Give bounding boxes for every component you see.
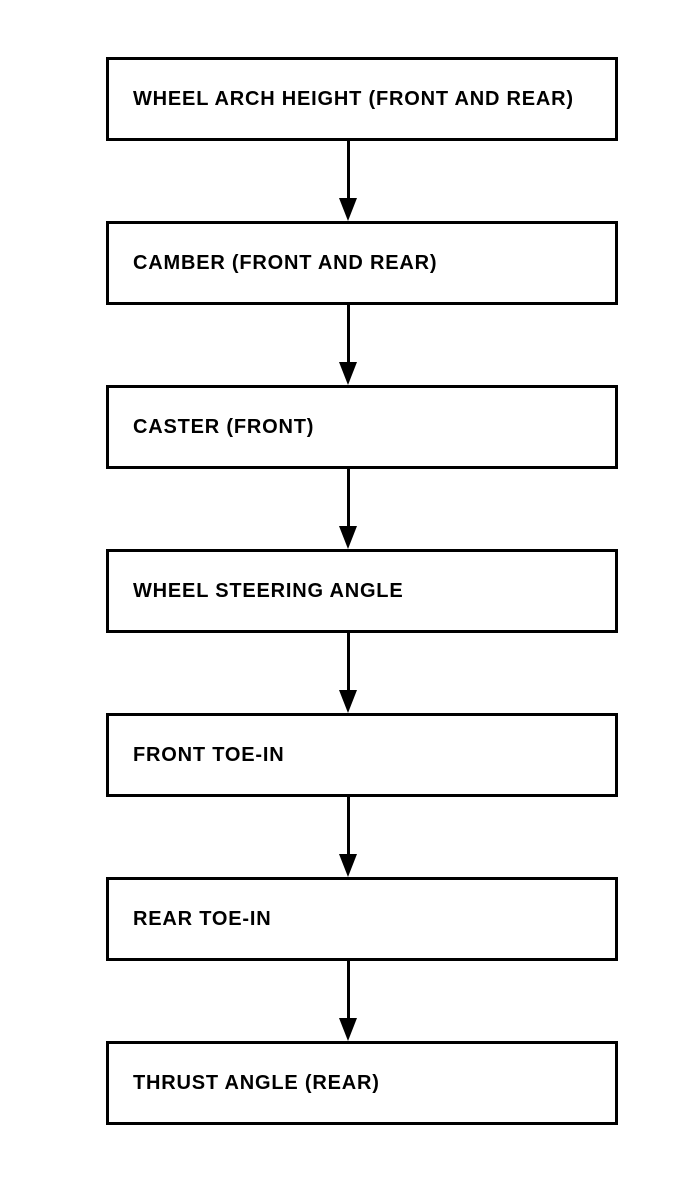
arrow-head [339,1018,357,1041]
flow-step-label: REAR TOE-IN [133,907,272,930]
flow-step-front-toe-in: FRONT TOE-IN [106,713,618,797]
arrow-down-icon [339,797,357,877]
flow-step-label: CAMBER (FRONT AND REAR) [133,251,438,274]
alignment-sequence-flowchart: WHEEL ARCH HEIGHT (FRONT AND REAR) CAMBE… [106,57,618,1125]
arrow-down-icon [339,305,357,385]
flow-step-caster: CASTER (FRONT) [106,385,618,469]
arrow-shaft [346,141,350,198]
flow-step-label: WHEEL STEERING ANGLE [133,579,404,602]
arrow-down-icon [339,141,357,221]
arrow-shaft [346,961,350,1018]
arrow-head [339,362,357,385]
arrow-head [339,526,357,549]
arrow-shaft [346,469,350,526]
arrow-head [339,854,357,877]
flow-step-rear-toe-in: REAR TOE-IN [106,877,618,961]
flow-step-label: FRONT TOE-IN [133,743,285,766]
arrow-head [339,690,357,713]
flow-step-thrust-angle: THRUST ANGLE (REAR) [106,1041,618,1125]
arrow-down-icon [339,469,357,549]
arrow-shaft [346,797,350,854]
flow-step-wheel-arch-height: WHEEL ARCH HEIGHT (FRONT AND REAR) [106,57,618,141]
flow-step-label: WHEEL ARCH HEIGHT (FRONT AND REAR) [133,87,574,110]
arrow-down-icon [339,633,357,713]
flow-step-wheel-steering-angle: WHEEL STEERING ANGLE [106,549,618,633]
arrow-shaft [346,305,350,362]
flow-step-label: THRUST ANGLE (REAR) [133,1071,380,1094]
flow-step-label: CASTER (FRONT) [133,415,315,438]
arrow-shaft [346,633,350,690]
arrow-head [339,198,357,221]
arrow-down-icon [339,961,357,1041]
flow-step-camber: CAMBER (FRONT AND REAR) [106,221,618,305]
